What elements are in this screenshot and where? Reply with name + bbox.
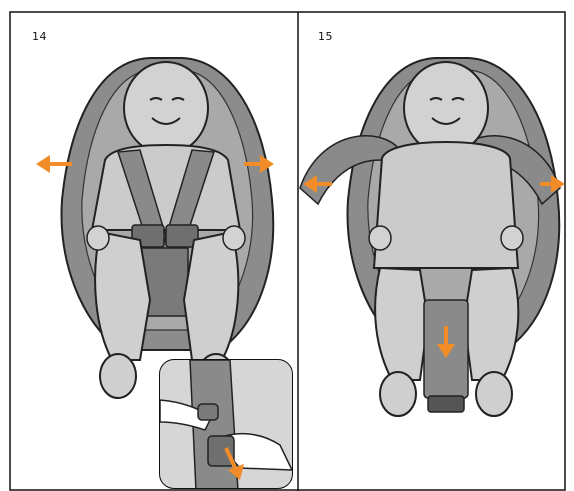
baby-left-foot: [100, 354, 136, 398]
baby-body: [92, 145, 240, 230]
baby-left-hand: [87, 226, 109, 250]
baby-left-hand: [369, 226, 391, 250]
baby-right-hand: [501, 226, 523, 250]
baby-left-leg: [95, 232, 150, 360]
baby-head: [404, 62, 488, 154]
panel-14-illustration: [36, 58, 292, 491]
inset-detail: [160, 360, 292, 491]
buckle-tongue: [428, 396, 464, 412]
baby-right-leg: [184, 232, 238, 360]
baby-right-hand: [223, 226, 245, 250]
baby-right-leg: [464, 268, 518, 380]
step-number-15: 15: [318, 30, 333, 43]
step-number-14: 14: [32, 30, 47, 43]
panel-15-illustration: [300, 58, 565, 416]
baby-body: [374, 142, 518, 268]
baby-head: [124, 62, 208, 154]
baby-left-foot: [380, 372, 416, 416]
baby-left-leg: [375, 268, 428, 380]
baby-right-foot: [476, 372, 512, 416]
